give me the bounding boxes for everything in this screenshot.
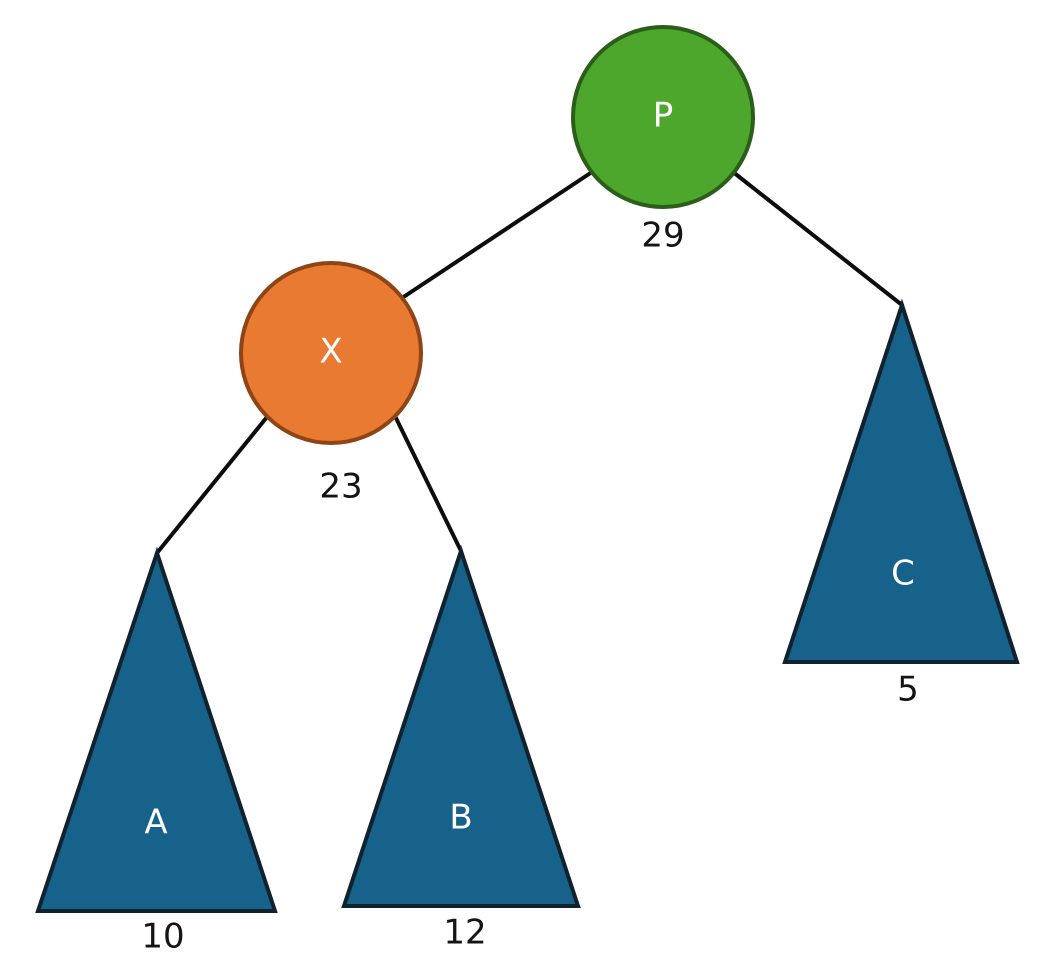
subtree-label-a: A bbox=[144, 803, 167, 843]
node-circle-x[interactable] bbox=[239, 261, 423, 445]
weight-label-x: 23 bbox=[319, 467, 362, 507]
node-circle-p[interactable] bbox=[571, 25, 755, 209]
edge-x-to-b bbox=[392, 412, 463, 553]
edge-p-to-c bbox=[731, 170, 904, 307]
weight-label-c: 5 bbox=[897, 670, 919, 710]
subtree-label-group: A B C bbox=[144, 554, 915, 843]
weight-label-a: 10 bbox=[141, 917, 184, 957]
edge-p-to-x bbox=[400, 170, 594, 300]
subtree-triangle-b[interactable] bbox=[341, 544, 581, 908]
edge-x-to-a bbox=[155, 410, 273, 555]
subtree-label-c: C bbox=[891, 554, 915, 594]
node-label-group: P X bbox=[319, 96, 673, 372]
node-label-x: X bbox=[319, 332, 342, 372]
subtree-triangle-a[interactable] bbox=[35, 546, 278, 913]
node-group bbox=[239, 25, 755, 445]
node-label-p: P bbox=[653, 96, 674, 136]
subtree-label-b: B bbox=[449, 798, 472, 838]
subtree-triangle-c[interactable] bbox=[782, 298, 1020, 664]
weight-label-group: 29 23 10 12 5 bbox=[141, 216, 918, 957]
edge-group bbox=[155, 170, 904, 555]
subtree-group bbox=[35, 298, 1020, 913]
weight-label-p: 29 bbox=[641, 216, 684, 256]
weight-label-b: 12 bbox=[443, 913, 486, 953]
